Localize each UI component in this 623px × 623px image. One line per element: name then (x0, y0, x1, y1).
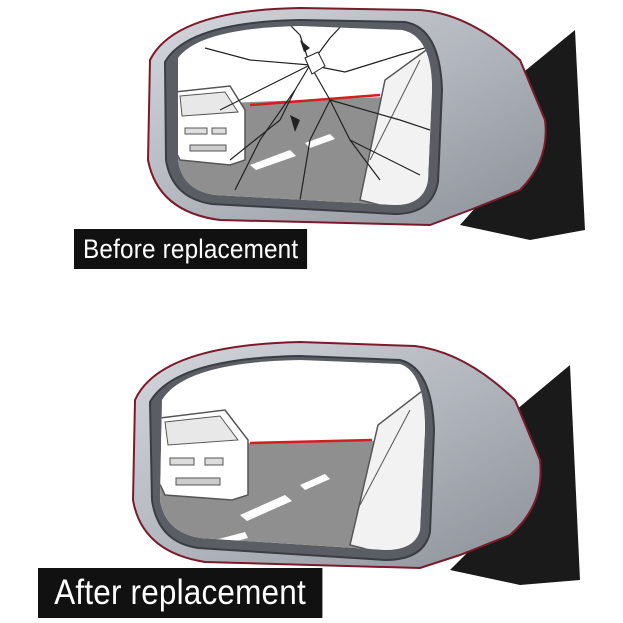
before-replacement-caption: Before replacement (74, 229, 308, 269)
after-panel: After replacement (0, 300, 623, 623)
mirror-glass (178, 26, 432, 205)
after-replacement-caption: After replacement (38, 568, 323, 618)
car-left (160, 409, 249, 501)
mirror-glass (160, 360, 425, 550)
new-mirror-illustration (131, 340, 580, 585)
horizon-line (249, 93, 381, 107)
horizon-line (249, 438, 373, 445)
own-vehicle-side (349, 383, 425, 550)
cracked-mirror-illustration (146, 6, 585, 240)
before-panel: Before replacement (0, 0, 623, 300)
car-left (178, 85, 246, 166)
